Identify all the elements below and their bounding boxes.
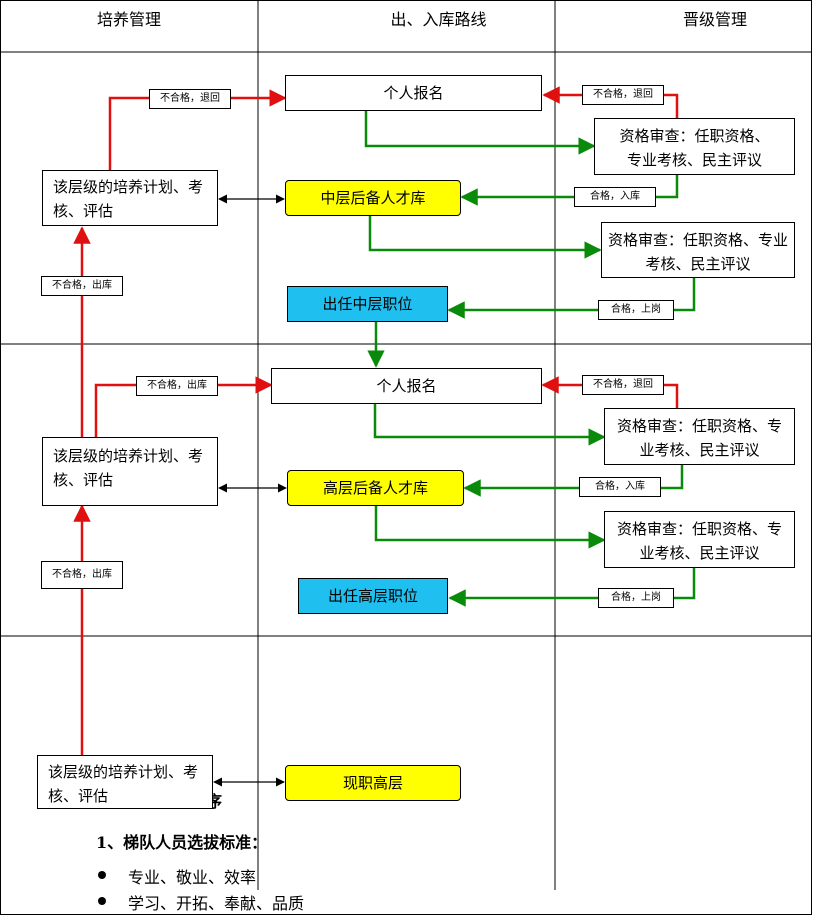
tag-fail-out-3: 不合格，出库 (41, 561, 123, 589)
green-arrow-1 (364, 110, 596, 155)
tag-fail-out-2: 不合格，出库 (136, 376, 218, 396)
mid-talent-pool-box: 中层后备人才库 (285, 180, 461, 216)
current-high-box: 现职高层 (285, 765, 461, 801)
review-box-4: 资格审查：任职资格、专业考核、民主评议 (604, 511, 795, 568)
bullet-dot-1 (98, 871, 106, 879)
green-arrow-3 (368, 216, 602, 259)
mid-post-box: 出任中层职位 (287, 286, 448, 322)
column-header-route: 出、入库路线 (390, 10, 487, 29)
review-box-1: 资格审查：任职资格、专业考核、民主评议 (594, 118, 795, 175)
tag-fail-return-1: 不合格，退回 (149, 89, 231, 109)
training-plan-box-3: 该层级的培养计划、考核、评估 (37, 755, 213, 809)
tag-fail-out-1: 不合格，出库 (41, 276, 123, 296)
standard-item-2: 学习、开拓、奉献、品质 (128, 894, 305, 913)
standard-item-1: 专业、敬业、效率 (128, 868, 257, 887)
tag-pass-post-2: 合格，上岗 (598, 588, 674, 608)
tag-fail-return-3: 不合格，退回 (582, 375, 664, 395)
training-plan-box-1: 该层级的培养计划、考核、评估 (42, 170, 218, 226)
selection-standard-heading: 1、梯队人员选拔标准： (96, 833, 268, 852)
column-header-promotion: 晋级管理 (682, 10, 747, 29)
column-header-training: 培养管理 (96, 10, 161, 29)
tag-pass-post-1: 合格，上岗 (598, 300, 674, 320)
review-box-3: 资格审查：任职资格、专业考核、民主评议 (604, 408, 795, 465)
bullet-dot-2 (98, 897, 106, 905)
review-box-2: 资格审查：任职资格、专业考核、民主评议 (601, 222, 795, 278)
green-arrow-4 (447, 278, 696, 319)
sign-up-box-1: 个人报名 (285, 75, 542, 111)
high-post-box: 出任高层职位 (298, 578, 448, 614)
training-plan-box-2: 该层级的培养计划、考核、评估 (42, 437, 218, 506)
green-arrow-8 (374, 506, 606, 549)
tag-pass-in-1: 合格，入库 (574, 187, 656, 207)
green-arrow-7 (463, 465, 684, 497)
green-arrow-6 (373, 403, 606, 446)
green-arrow-9 (448, 568, 696, 607)
sign-up-box-2: 个人报名 (271, 368, 542, 404)
tag-pass-in-2: 合格，入库 (579, 477, 661, 497)
green-arrow-2 (460, 175, 679, 206)
tag-fail-return-2: 不合格，退回 (582, 85, 664, 105)
high-talent-pool-box: 高层后备人才库 (287, 470, 464, 506)
